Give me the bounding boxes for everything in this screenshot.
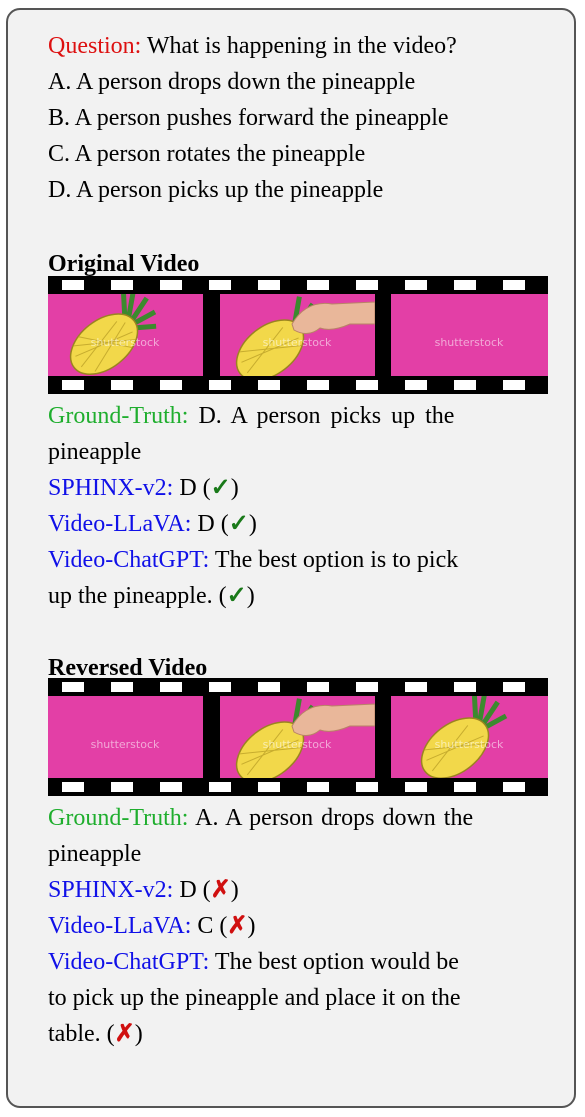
filmstrip-top-holes	[48, 280, 548, 290]
reversed-frames: shutterstock shutterstock	[48, 696, 548, 778]
ground-truth-text: D. A person picks up the	[188, 403, 455, 429]
pineapple-image: shutterstock	[391, 696, 548, 778]
cross-icon: ✗	[114, 1021, 135, 1047]
pineapple-image: shutterstock	[48, 294, 203, 376]
videochatgpt-label: Video-ChatGPT:	[48, 949, 210, 975]
card-content: Question: What is happening in the video…	[48, 28, 550, 1052]
original-video-title: Original Video	[48, 251, 200, 277]
reversed-video-title: Reversed Video	[48, 655, 208, 681]
original-sphinx: SPHINX-v2: D (✓)	[48, 475, 239, 501]
cross-icon: ✗	[210, 877, 231, 903]
original-frame-2: shutterstock	[220, 294, 375, 376]
ground-truth-label: Ground-Truth:	[48, 403, 189, 429]
reversed-ground-truth-cont: pineapple	[48, 841, 142, 867]
check-icon: ✓	[228, 511, 249, 537]
qa-card: Question: What is happening in the video…	[6, 8, 576, 1108]
original-ground-truth-cont: pineapple	[48, 439, 142, 465]
filmstrip-bottom-holes	[48, 380, 548, 390]
check-icon: ✓	[226, 583, 247, 609]
reversed-videollava: Video-LLaVA: C (✗)	[48, 913, 256, 939]
original-frame-1: shutterstock	[48, 294, 203, 376]
original-videollava: Video-LLaVA: D (✓)	[48, 511, 257, 537]
pineapple-hand-image: shutterstock	[220, 696, 375, 778]
watermark-text: shutterstock	[435, 738, 504, 751]
question-text: What is happening in the video?	[141, 33, 457, 59]
videollava-label: Video-LLaVA:	[48, 913, 192, 939]
ground-truth-label: Ground-Truth:	[48, 805, 189, 831]
question-label: Question:	[48, 33, 142, 59]
reversed-videochatgpt: Video-ChatGPT: The best option would be	[48, 949, 459, 975]
option-d: D. A person picks up the pineapple	[48, 177, 384, 203]
watermark-text: shutterstock	[91, 336, 160, 349]
original-filmstrip: shutterstock shutterstock	[48, 276, 548, 394]
original-frames: shutterstock shutterstock	[48, 294, 548, 376]
original-frame-3: shutterstock	[391, 294, 548, 376]
question-line: Question: What is happening in the video…	[48, 28, 550, 64]
reversed-videochatgpt-cont: to pick up the pineapple and place it on…	[48, 985, 461, 1011]
filmstrip-bottom-holes	[48, 782, 548, 792]
original-videochatgpt: Video-ChatGPT: The best option is to pic…	[48, 547, 459, 573]
watermark-text: shutterstock	[263, 738, 332, 751]
option-a: A. A person drops down the pineapple	[48, 69, 416, 95]
ground-truth-text: A. A person drops down the	[188, 805, 474, 831]
option-c: C. A person rotates the pineapple	[48, 141, 366, 167]
reversed-frame-2: shutterstock	[220, 696, 375, 778]
reversed-frame-3: shutterstock	[391, 696, 548, 778]
videochatgpt-label: Video-ChatGPT:	[48, 547, 210, 573]
videollava-label: Video-LLaVA:	[48, 511, 192, 537]
cross-icon: ✗	[227, 913, 248, 939]
reversed-filmstrip: shutterstock shutterstock	[48, 678, 548, 796]
watermark-text: shutterstock	[263, 336, 332, 349]
pineapple-hand-image: shutterstock	[220, 294, 375, 376]
reversed-sphinx: SPHINX-v2: D (✗)	[48, 877, 239, 903]
empty-background-image: shutterstock	[391, 294, 548, 376]
option-b: B. A person pushes forward the pineapple	[48, 105, 449, 131]
sphinx-label: SPHINX-v2:	[48, 877, 174, 903]
watermark-text: shutterstock	[435, 336, 504, 349]
sphinx-label: SPHINX-v2:	[48, 475, 174, 501]
filmstrip-top-holes	[48, 682, 548, 692]
reversed-ground-truth: Ground-Truth: A. A person drops down the	[48, 800, 550, 836]
original-ground-truth: Ground-Truth: D. A person picks up the	[48, 398, 550, 434]
empty-background-image: shutterstock	[48, 696, 203, 778]
check-icon: ✓	[210, 475, 231, 501]
reversed-videochatgpt-cont2: table. (✗)	[48, 1021, 143, 1047]
reversed-frame-1: shutterstock	[48, 696, 203, 778]
watermark-text: shutterstock	[91, 738, 160, 751]
original-videochatgpt-cont: up the pineapple. (✓)	[48, 583, 255, 609]
